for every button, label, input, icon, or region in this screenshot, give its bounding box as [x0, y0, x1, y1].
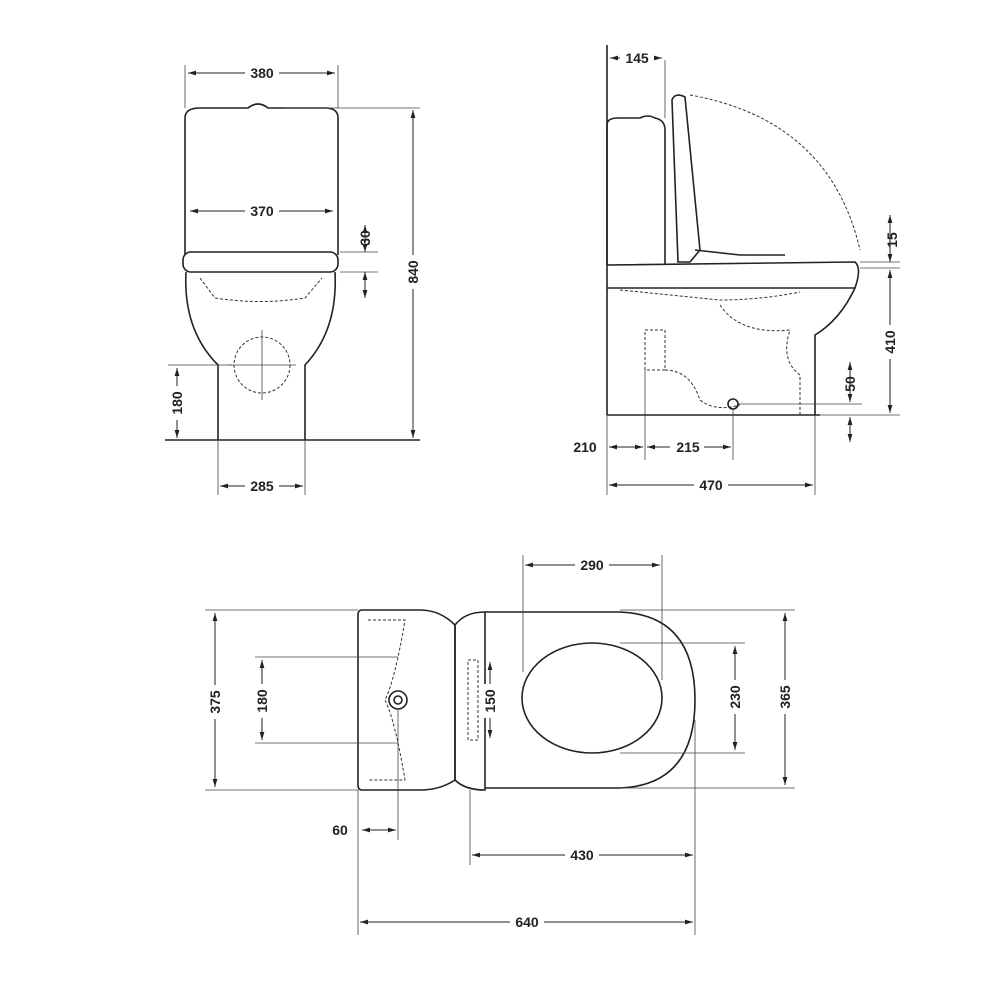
dim-outlet-distance: 215: [676, 439, 700, 455]
cistern: [184, 103, 339, 255]
plan-view: 290 375 180 150 230 365 60 430 640: [205, 555, 795, 935]
dim-fixing-spacing: 180: [254, 689, 270, 713]
seat-hinge: [454, 611, 486, 791]
dim-inlet-offset: 60: [332, 822, 348, 838]
dim-outlet-center: 50: [842, 376, 858, 392]
side-view: 145 15 410 50 210 215 470: [573, 45, 900, 495]
bowl: [184, 271, 337, 440]
dim-outlet-height: 180: [169, 391, 185, 415]
dim-opening-width: 230: [727, 685, 743, 709]
dim-total-width: 375: [207, 690, 223, 714]
inlet-circle: [388, 690, 408, 710]
lid-swing-arc: [689, 94, 861, 251]
dim-seat-gap: 15: [884, 232, 900, 248]
dim-bowl-length: 430: [570, 847, 594, 863]
dim-wall-offset: 210: [573, 439, 597, 455]
raised-seat-lid: [671, 94, 701, 263]
cistern: [606, 115, 666, 265]
cistern-hidden: [368, 619, 406, 781]
dim-hinge-spacing: 150: [482, 689, 498, 713]
dim-seat-width: 365: [777, 685, 793, 709]
trap-hidden: [619, 289, 801, 415]
seat: [182, 251, 339, 273]
seat-outline: [485, 611, 696, 789]
dim-total-height: 840: [405, 260, 421, 284]
outlet-circle: [727, 398, 739, 410]
front-view: 380 370 840 30 180 285: [165, 64, 421, 495]
dim-seat-thickness: 30: [357, 230, 373, 246]
dim-seat-width: 370: [250, 203, 274, 219]
dim-base-width: 285: [250, 478, 274, 494]
dim-tank-depth: 145: [625, 50, 649, 66]
cistern-top: [357, 609, 456, 791]
seat-hinge: [694, 249, 785, 256]
dim-total-length: 640: [515, 914, 539, 930]
dim-opening-length: 290: [580, 557, 604, 573]
dim-seat-height: 410: [882, 330, 898, 354]
seat-opening: [521, 642, 663, 754]
bowl-hidden: [199, 277, 323, 302]
dim-total-depth: 470: [699, 477, 723, 493]
dim-tank-width: 380: [250, 65, 274, 81]
